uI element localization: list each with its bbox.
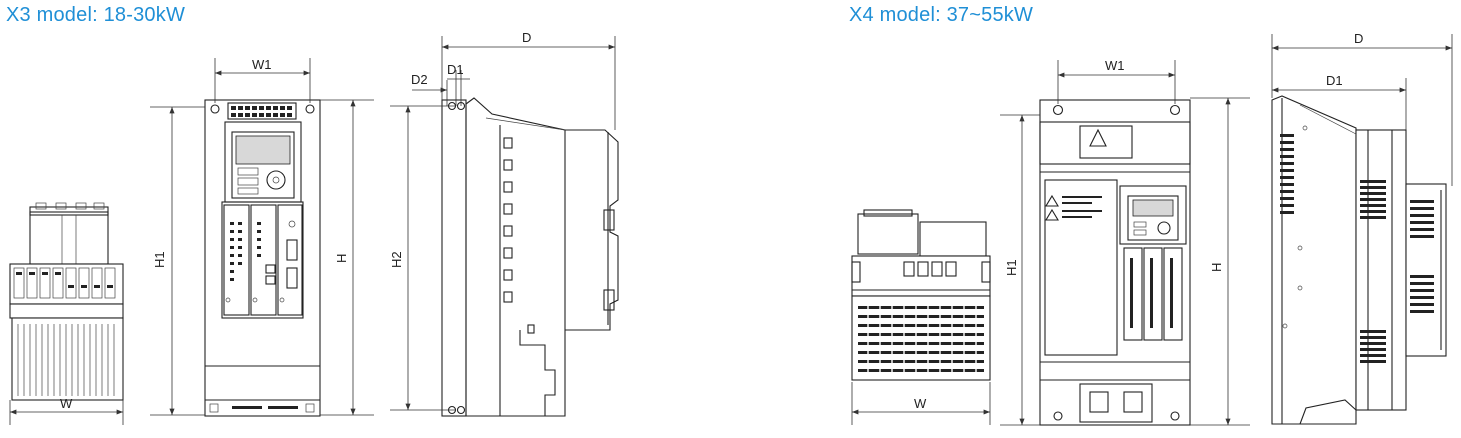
x3-front-view: W1 H1 H (150, 57, 374, 417)
x3-front-w1-label: W1 (252, 57, 272, 72)
x4-side-view: D D1 (1271, 31, 1453, 425)
x4-front-h-label: H (1209, 263, 1224, 272)
x3-side-view: D D2 D1 H2 (389, 30, 619, 417)
x3-bottom-view: W (9, 202, 124, 425)
x3-side-d1-label: D1 (447, 62, 464, 77)
x3-side-d-label: D (522, 30, 531, 45)
x4-side-d1-label: D1 (1326, 73, 1343, 88)
x3-side-h2-label: H2 (389, 251, 404, 268)
x3-side-d2-label: D2 (411, 72, 428, 87)
x4-front-view: W1 H1 H (1000, 58, 1250, 426)
x3-bottom-w-label: W (60, 396, 73, 411)
x4-model-title: X4 model: 37~55kW (849, 4, 1034, 26)
x3-model-title: X3 model: 18-30kW (6, 4, 186, 26)
x4-side-d-label: D (1354, 31, 1363, 46)
x4-bottom-w-label: W (914, 396, 927, 411)
x4-front-w1-label: W1 (1105, 58, 1125, 73)
x3-front-h-label: H (334, 254, 349, 263)
x3-front-h1-label: H1 (152, 251, 167, 268)
x4-bottom-view: W (851, 209, 991, 425)
x4-front-h1-label: H1 (1004, 259, 1019, 276)
